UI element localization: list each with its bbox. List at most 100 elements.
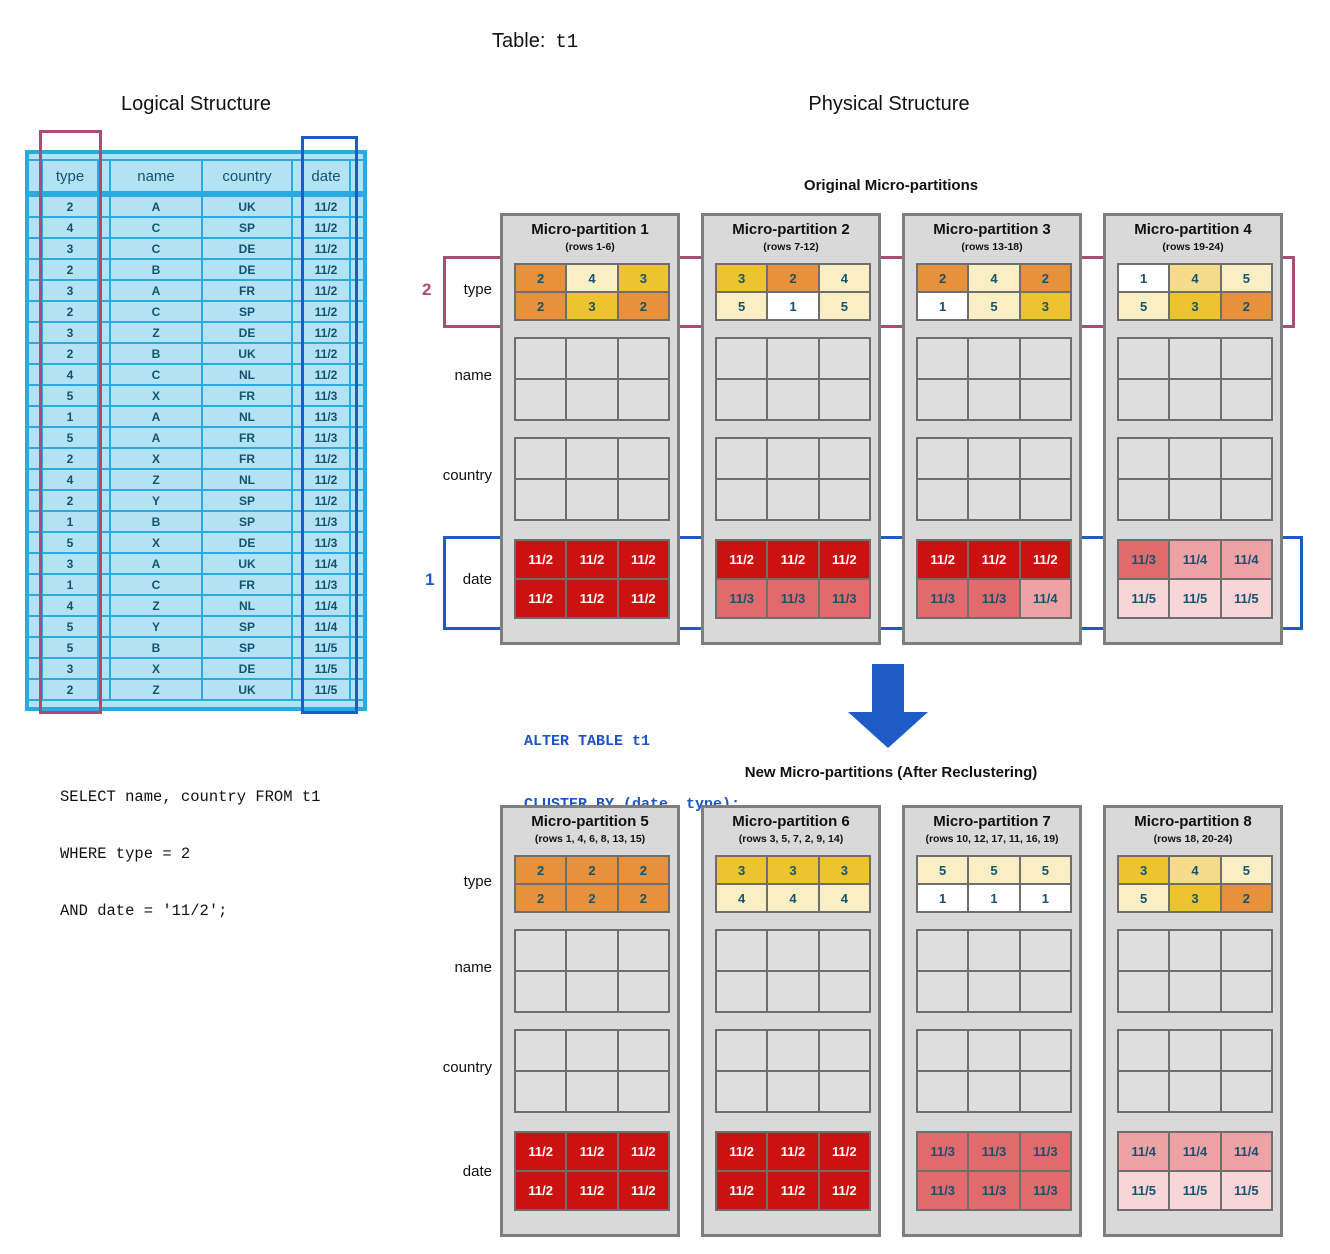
type-value-cell: 5 [969, 293, 1019, 319]
logical-cell: 11/3 [303, 407, 349, 426]
page-title: Table:t1 [492, 30, 578, 53]
empty-cell [768, 439, 818, 478]
logical-cell: 3 [43, 281, 97, 300]
micro-partition: Micro-partition 5(rows 1, 4, 6, 8, 13, 1… [500, 805, 680, 1237]
spacer-cell [293, 218, 301, 237]
micro-partition-title: Micro-partition 8 [1134, 813, 1252, 830]
empty-cell [819, 380, 869, 419]
date-value-cell: 11/2 [918, 541, 968, 578]
spacer-cell [99, 533, 109, 552]
empty-cell [819, 339, 869, 378]
empty-cell [969, 380, 1019, 419]
logical-table-bottom-pad [29, 701, 363, 707]
spacer-cell [29, 161, 41, 191]
type-value-cell: 5 [1221, 857, 1271, 883]
type-value-cell: 3 [567, 293, 617, 319]
empty-cell [618, 1031, 668, 1070]
logical-cell: DE [203, 533, 291, 552]
empty-cell [1221, 439, 1271, 478]
date-column-callout [301, 136, 358, 714]
spacer-cell [293, 554, 301, 573]
empty-cell [567, 1031, 617, 1070]
spacer-cell [29, 680, 41, 699]
empty-cell [1020, 439, 1070, 478]
spacer-cell [293, 323, 301, 342]
type-value-cell: 2 [768, 265, 818, 291]
empty-cell [819, 480, 869, 519]
empty-cell [969, 1072, 1019, 1111]
logical-cell: 11/4 [303, 554, 349, 573]
spacer-cell [99, 659, 109, 678]
logical-cell: 11/2 [303, 449, 349, 468]
type-value-cell: 3 [1020, 293, 1070, 319]
date-value-cell: 11/3 [969, 1133, 1019, 1170]
select-line-3: AND date = '11/2'; [60, 902, 228, 920]
empty-cell [717, 380, 767, 419]
type-value-cell: 2 [1221, 293, 1271, 319]
logical-cell: C [111, 218, 201, 237]
spacer-cell [29, 659, 41, 678]
select-line-1: SELECT name, country FROM t1 [60, 788, 321, 806]
row-label-type-bottom: type [463, 873, 492, 890]
micro-partition-rows-label: (rows 19-24) [1162, 241, 1224, 253]
date-value-cell: 11/2 [717, 1172, 767, 1209]
column-header: country [203, 161, 291, 191]
country-grid [1117, 1029, 1273, 1113]
type-value-cell: 2 [618, 857, 668, 883]
empty-cell [1170, 480, 1220, 519]
type-value-cell: 3 [717, 265, 767, 291]
date-value-cell: 11/2 [819, 1172, 869, 1209]
empty-cell [516, 380, 566, 419]
empty-cell [918, 931, 968, 970]
type-callout-number: 2 [422, 280, 432, 299]
logical-cell: UK [203, 554, 291, 573]
date-value-cell: 11/3 [768, 580, 818, 617]
empty-cell [1020, 931, 1070, 970]
date-value-cell: 11/2 [618, 1172, 668, 1209]
logical-cell: FR [203, 449, 291, 468]
row-label-country-top: country [442, 467, 492, 484]
empty-cell [618, 972, 668, 1011]
country-grid [514, 1029, 670, 1113]
type-value-cell: 4 [567, 265, 617, 291]
spacer-cell [99, 239, 109, 258]
spacer-cell [293, 407, 301, 426]
empty-cell [1170, 972, 1220, 1011]
empty-cell [1170, 931, 1220, 970]
spacer-cell [99, 386, 109, 405]
logical-cell: 4 [43, 365, 97, 384]
type-value-cell: 5 [1119, 293, 1169, 319]
type-value-cell: 3 [819, 857, 869, 883]
date-value-cell: 11/2 [969, 541, 1019, 578]
empty-cell [1170, 1072, 1220, 1111]
logical-cell: 3 [43, 239, 97, 258]
spacer-cell [293, 470, 301, 489]
column-header: date [303, 161, 349, 191]
type-value-cell: 2 [1221, 885, 1271, 911]
empty-cell [768, 339, 818, 378]
micro-partition-title: Micro-partition 3 [933, 221, 1051, 238]
logical-cell: 11/3 [303, 428, 349, 447]
micro-partition-title: Micro-partition 4 [1134, 221, 1252, 238]
empty-cell [1221, 1031, 1271, 1070]
empty-cell [969, 972, 1019, 1011]
empty-cell [768, 972, 818, 1011]
name-grid [916, 337, 1072, 421]
date-value-cell: 11/2 [516, 580, 566, 617]
spacer-cell [293, 638, 301, 657]
empty-cell [1221, 339, 1271, 378]
spacer-cell [99, 638, 109, 657]
type-value-cell: 2 [918, 265, 968, 291]
spacer-cell [99, 428, 109, 447]
logical-table-top-pad [29, 154, 363, 159]
empty-cell [567, 480, 617, 519]
date-value-cell: 11/2 [567, 541, 617, 578]
logical-cell: NL [203, 596, 291, 615]
empty-cell [1170, 439, 1220, 478]
spacer-cell [29, 512, 41, 531]
